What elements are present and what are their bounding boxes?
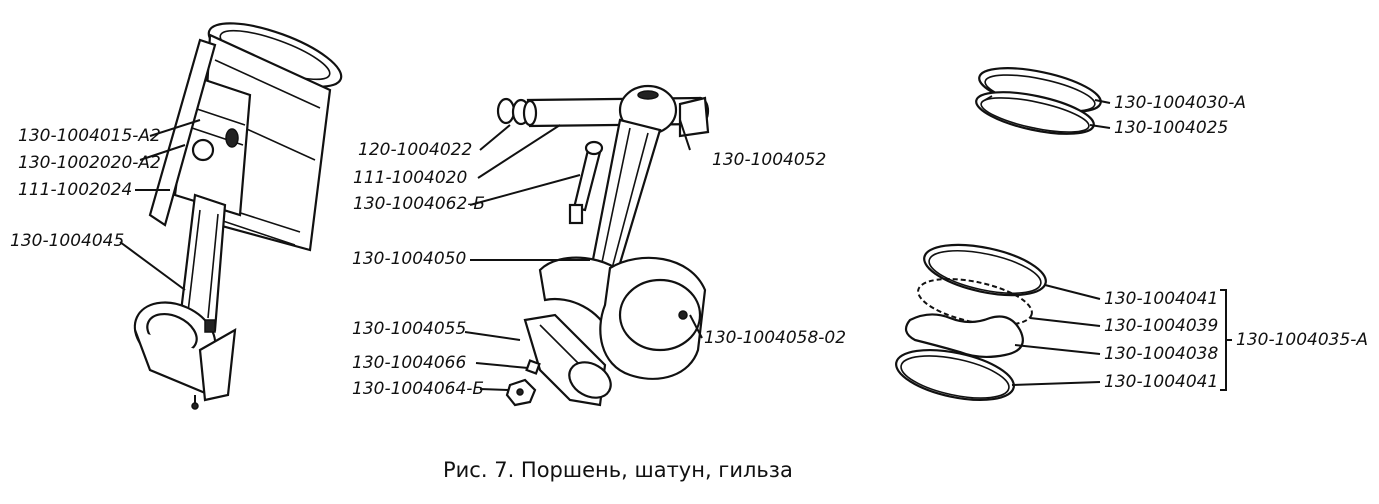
compression-rings [975,67,1102,135]
label-130-1004030-a: 130-1004030-А [1114,93,1246,113]
label-130-1004015-a2: 130-1004015-А2 [18,126,161,146]
leaders-rings-bottom [1011,284,1232,391]
label-130-1004041-bottom: 130-1004041 [1104,372,1218,392]
label-130-1004050: 130-1004050 [352,249,466,269]
label-130-1004041-top: 130-1004041 [1104,289,1218,309]
label-130-1004066: 130-1004066 [352,353,466,373]
label-130-1004064-b: 130-1004064-Б [352,379,484,399]
label-130-1004039: 130-1004039 [1104,316,1218,336]
label-111-1004020: 111-1004020 [353,168,467,188]
label-130-1004025: 130-1004025 [1114,118,1228,138]
label-130-1004062-b: 130-1004062-Б [353,194,485,214]
leaders-center [464,119,703,391]
label-130-1004052: 130-1004052 [712,150,826,170]
label-130-1004035-a: 130-1004035-А [1236,330,1368,350]
label-120-1004022: 120-1004022 [358,140,472,160]
label-130-1004038: 130-1004038 [1104,344,1218,364]
label-111-1002024: 111-1002024 [18,180,132,200]
connecting-rod-exploded [496,84,710,407]
label-130-1004058-02: 130-1004058-02 [704,328,846,348]
figure-caption: Рис. 7. Поршень, шатун, гильза [443,458,793,482]
piston-liner-rod-assembly [133,22,343,410]
leaders-rings-top [1089,99,1111,129]
label-130-1004055: 130-1004055 [352,319,466,339]
oil-ring-set [895,243,1047,401]
label-130-1004045: 130-1004045 [10,231,124,251]
label-130-1002020-a2: 130-1002020-А2 [18,153,161,173]
leaders-left [119,119,201,291]
